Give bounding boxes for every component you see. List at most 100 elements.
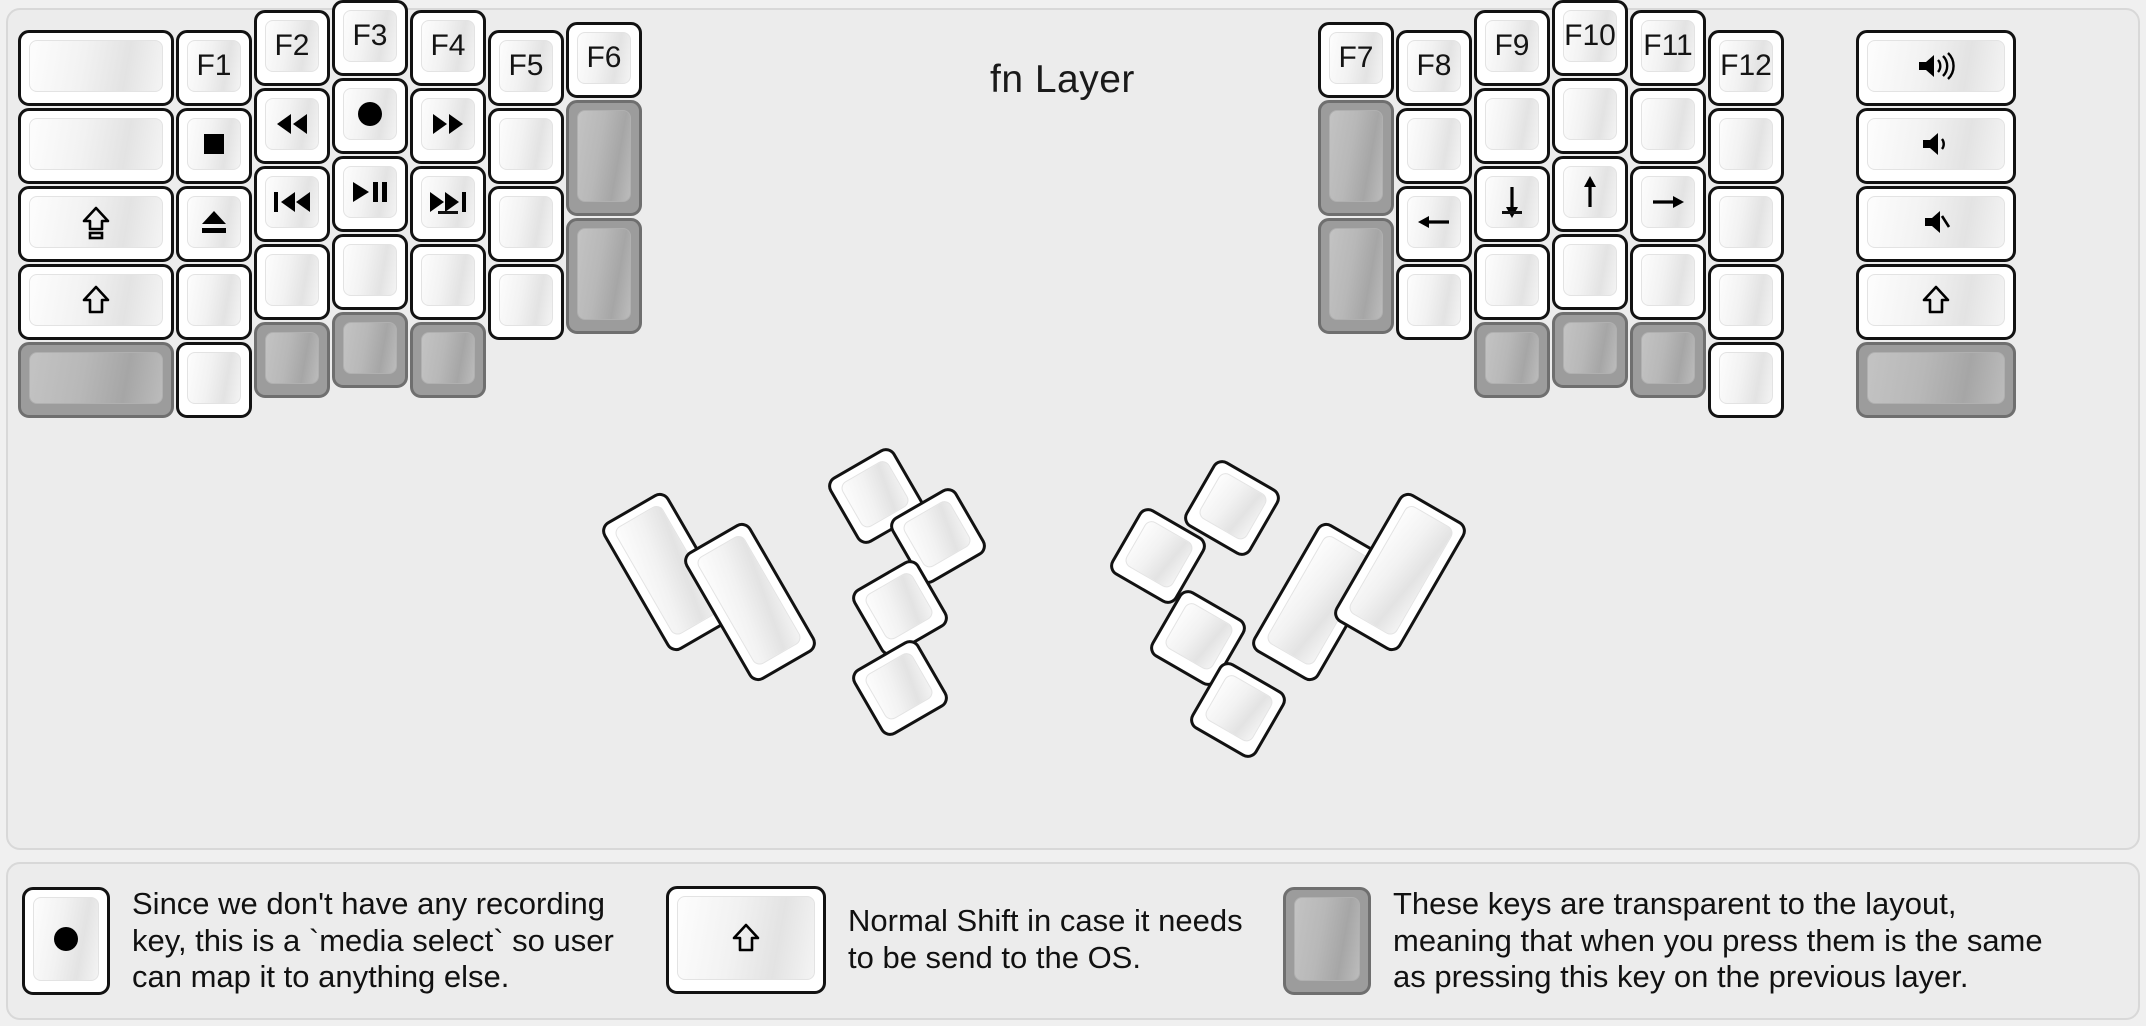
key-left-col-middle-1[interactable] [332,78,408,154]
key-label: F8 [1416,49,1452,82]
key-right-col-pinky-outer-1[interactable] [1856,108,2016,184]
key-right-col-index-2[interactable] [1474,166,1550,242]
key-right-col-inner-extra-0[interactable]: F7 [1318,22,1394,98]
key-right-col-pinky-4[interactable] [1708,342,1784,418]
key-right-col-index-1[interactable] [1474,88,1550,164]
key-left-col-index-inner-3[interactable] [488,264,564,340]
key-cap [499,118,553,170]
key-right-col-pinky-1[interactable] [1708,108,1784,184]
key-cap [421,254,475,306]
key-right-col-middle-0[interactable]: F10 [1552,0,1628,76]
volume-mute-icon [1921,207,1951,237]
legend-panel [6,862,2140,1020]
key-left-col-pinky-3[interactable] [176,264,252,340]
key-left-col-index-0[interactable]: F4 [410,10,486,86]
key-cap [187,352,241,404]
key-left-col-pinky-0[interactable]: F1 [176,30,252,106]
legend-key-shift[interactable] [666,886,826,994]
key-left-col-index-3[interactable] [410,244,486,320]
media-fast-forward-icon [429,111,467,137]
key-right-col-index-inner-0[interactable]: F8 [1396,30,1472,106]
key-left-col-middle-2[interactable] [332,156,408,232]
key-left-col-inner-extra-2[interactable] [566,218,642,334]
key-cap [499,196,553,248]
key-left-col-inner-extra-0[interactable]: F6 [566,22,642,98]
key-cap: F11 [1641,20,1695,72]
key-left-col-inner-extra-1[interactable] [566,100,642,216]
key-left-col-index-2[interactable] [410,166,486,242]
arrow-right-icon [1649,189,1687,215]
key-cap [33,896,99,981]
key-right-col-middle-3[interactable] [1552,234,1628,310]
key-left-col-middle-3[interactable] [332,234,408,310]
key-right-col-ring-3[interactable] [1630,244,1706,320]
key-right-col-pinky-outer-0[interactable] [1856,30,2016,106]
key-left-col-pinky-1[interactable] [176,108,252,184]
key-right-col-ring-4[interactable] [1630,322,1706,398]
key-left-col-pinky-outer-1[interactable] [18,108,174,184]
key-left-col-ring-4[interactable] [254,322,330,398]
key-cap [343,88,397,140]
key-cap [1641,176,1695,228]
key-cap [343,166,397,218]
key-left-col-middle-0[interactable]: F3 [332,0,408,76]
key-right-col-pinky-outer-2[interactable] [1856,186,2016,262]
key-left-col-middle-4[interactable] [332,312,408,388]
key-right-col-index-0[interactable]: F9 [1474,10,1550,86]
key-cap [677,896,815,980]
shift-icon [1921,283,1951,317]
key-right-col-inner-extra-2[interactable] [1318,218,1394,334]
key-right-col-pinky-0[interactable]: F12 [1708,30,1784,106]
key-left-col-index-1[interactable] [410,88,486,164]
key-right-col-middle-2[interactable] [1552,156,1628,232]
key-left-col-index-inner-2[interactable] [488,186,564,262]
key-cap [187,118,241,170]
key-right-col-index-inner-3[interactable] [1396,264,1472,340]
key-left-col-index-inner-0[interactable]: F5 [488,30,564,106]
key-right-col-index-inner-2[interactable] [1396,186,1472,262]
key-left-col-pinky-outer-3[interactable] [18,264,174,340]
key-right-col-pinky-3[interactable] [1708,264,1784,340]
key-left-col-pinky-2[interactable] [176,186,252,262]
legend-text-record: Since we don't have any recording key, t… [132,886,614,995]
key-cap [1485,332,1539,384]
key-right-col-middle-4[interactable] [1552,312,1628,388]
key-right-col-pinky-outer-3[interactable] [1856,264,2016,340]
key-underline-mark [1502,211,1522,214]
key-left-col-pinky-outer-2[interactable] [18,186,174,262]
key-left-col-pinky-outer-4[interactable] [18,342,174,418]
legend-key-transparent[interactable] [1283,886,1371,995]
key-cap [1329,110,1383,202]
key-label: F3 [352,19,388,52]
media-rewind-icon [273,111,311,137]
key-right-col-ring-2[interactable] [1630,166,1706,242]
page-title: fn Layer [990,58,1135,101]
key-right-col-index-3[interactable] [1474,244,1550,320]
legend-key-record[interactable] [22,886,110,995]
key-right-col-middle-1[interactable] [1552,78,1628,154]
legend-text-transparent: These keys are transparent to the layout… [1393,886,2043,995]
key-right-col-pinky-outer-4[interactable] [1856,342,2016,418]
key-right-col-ring-1[interactable] [1630,88,1706,164]
key-left-col-ring-0[interactable]: F2 [254,10,330,86]
key-left-col-ring-1[interactable] [254,88,330,164]
key-right-col-pinky-2[interactable] [1708,186,1784,262]
volume-down-icon [1919,129,1953,159]
key-right-col-index-4[interactable] [1474,322,1550,398]
key-left-col-pinky-outer-0[interactable] [18,30,174,106]
key-cap [421,332,475,384]
key-cap: F7 [1329,32,1383,84]
key-right-col-inner-extra-1[interactable] [1318,100,1394,216]
key-left-col-pinky-4[interactable] [176,342,252,418]
key-left-col-ring-3[interactable] [254,244,330,320]
media-record-icon [49,922,83,956]
key-left-col-index-4[interactable] [410,322,486,398]
legend-item-shift: Normal Shift in case it needs to be send… [666,886,1243,994]
media-previous-icon [271,189,313,215]
key-right-col-ring-0[interactable]: F11 [1630,10,1706,86]
key-cap: F6 [577,32,631,84]
key-right-col-index-inner-1[interactable] [1396,108,1472,184]
key-left-col-ring-2[interactable] [254,166,330,242]
key-left-col-index-inner-1[interactable] [488,108,564,184]
